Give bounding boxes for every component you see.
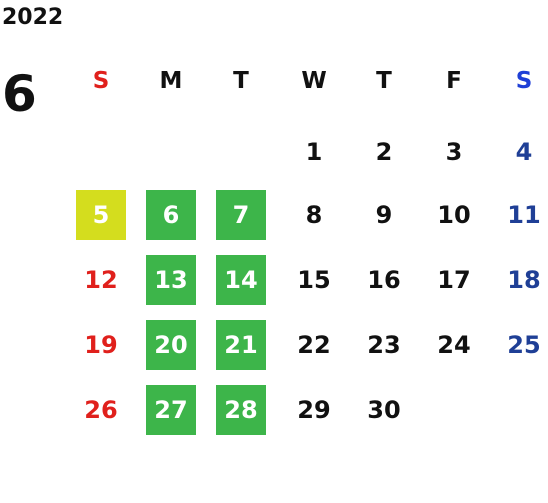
day-number: 10	[437, 201, 471, 229]
day-number: 6	[162, 201, 180, 229]
day-number: 15	[297, 266, 331, 294]
day-cell-4[interactable]: 4	[497, 125, 548, 179]
green-highlight	[146, 385, 196, 435]
weekday-fri: F	[446, 68, 462, 94]
day-cell-28[interactable]: 28	[214, 383, 268, 437]
day-cell-8[interactable]: 8	[287, 188, 341, 242]
day-cell-19[interactable]: 19	[74, 318, 128, 372]
day-number: 23	[367, 331, 401, 359]
day-number: 3	[445, 138, 463, 166]
day-number: 22	[297, 331, 331, 359]
day-number: 4	[515, 138, 533, 166]
green-highlight	[146, 190, 196, 240]
day-number: 2	[375, 138, 393, 166]
green-highlight	[216, 190, 266, 240]
day-cell-12[interactable]: 12	[74, 253, 128, 307]
day-cell-23[interactable]: 23	[357, 318, 411, 372]
day-cell-9[interactable]: 9	[357, 188, 411, 242]
day-number: 20	[154, 331, 188, 359]
day-number: 17	[437, 266, 471, 294]
day-cell-7[interactable]: 7	[214, 188, 268, 242]
weekday-tue: T	[233, 68, 249, 94]
day-cell-3[interactable]: 3	[427, 125, 481, 179]
day-number: 8	[305, 201, 323, 229]
day-cell-15[interactable]: 15	[287, 253, 341, 307]
day-number: 7	[232, 201, 250, 229]
weekday-sat: S	[515, 68, 533, 94]
day-number: 27	[154, 396, 188, 424]
day-cell-10[interactable]: 10	[427, 188, 481, 242]
day-cell-11[interactable]: 11	[497, 188, 548, 242]
day-number: 13	[154, 266, 188, 294]
weekday-sun: S	[92, 68, 110, 94]
green-highlight	[216, 255, 266, 305]
weekday-mon: M	[159, 68, 183, 94]
day-number: 12	[84, 266, 118, 294]
calendar-month: 6	[2, 65, 37, 123]
day-number: 5	[92, 201, 110, 229]
day-cell-14[interactable]: 14	[214, 253, 268, 307]
day-cell-1[interactable]: 1	[287, 125, 341, 179]
day-number: 21	[224, 331, 258, 359]
day-number: 16	[367, 266, 401, 294]
day-number: 1	[305, 138, 323, 166]
day-cell-26[interactable]: 26	[74, 383, 128, 437]
green-highlight	[216, 320, 266, 370]
day-cell-18[interactable]: 18	[497, 253, 548, 307]
day-number: 24	[437, 331, 471, 359]
day-cell-20[interactable]: 20	[144, 318, 198, 372]
calendar-year: 2022	[2, 5, 64, 30]
day-number: 19	[84, 331, 118, 359]
day-cell-13[interactable]: 13	[144, 253, 198, 307]
day-cell-2[interactable]: 2	[357, 125, 411, 179]
day-number: 18	[507, 266, 541, 294]
day-cell-29[interactable]: 29	[287, 383, 341, 437]
weekday-wed: W	[301, 68, 327, 94]
day-cell-17[interactable]: 17	[427, 253, 481, 307]
day-number: 29	[297, 396, 331, 424]
day-number: 28	[224, 396, 258, 424]
day-number: 9	[375, 201, 393, 229]
day-cell-16[interactable]: 16	[357, 253, 411, 307]
day-number: 30	[367, 396, 401, 424]
day-cell-27[interactable]: 27	[144, 383, 198, 437]
day-cell-30[interactable]: 30	[357, 383, 411, 437]
day-number: 11	[507, 201, 541, 229]
day-cell-24[interactable]: 24	[427, 318, 481, 372]
green-highlight	[146, 320, 196, 370]
weekday-thu: T	[376, 68, 392, 94]
day-cell-5[interactable]: 5	[74, 188, 128, 242]
day-number: 25	[507, 331, 541, 359]
day-cell-22[interactable]: 22	[287, 318, 341, 372]
day-cell-25[interactable]: 25	[497, 318, 548, 372]
green-highlight	[216, 385, 266, 435]
green-highlight	[146, 255, 196, 305]
day-number: 14	[224, 266, 258, 294]
day-number: 26	[84, 396, 118, 424]
day-cell-6[interactable]: 6	[144, 188, 198, 242]
yellow-highlight	[76, 190, 126, 240]
day-cell-21[interactable]: 21	[214, 318, 268, 372]
